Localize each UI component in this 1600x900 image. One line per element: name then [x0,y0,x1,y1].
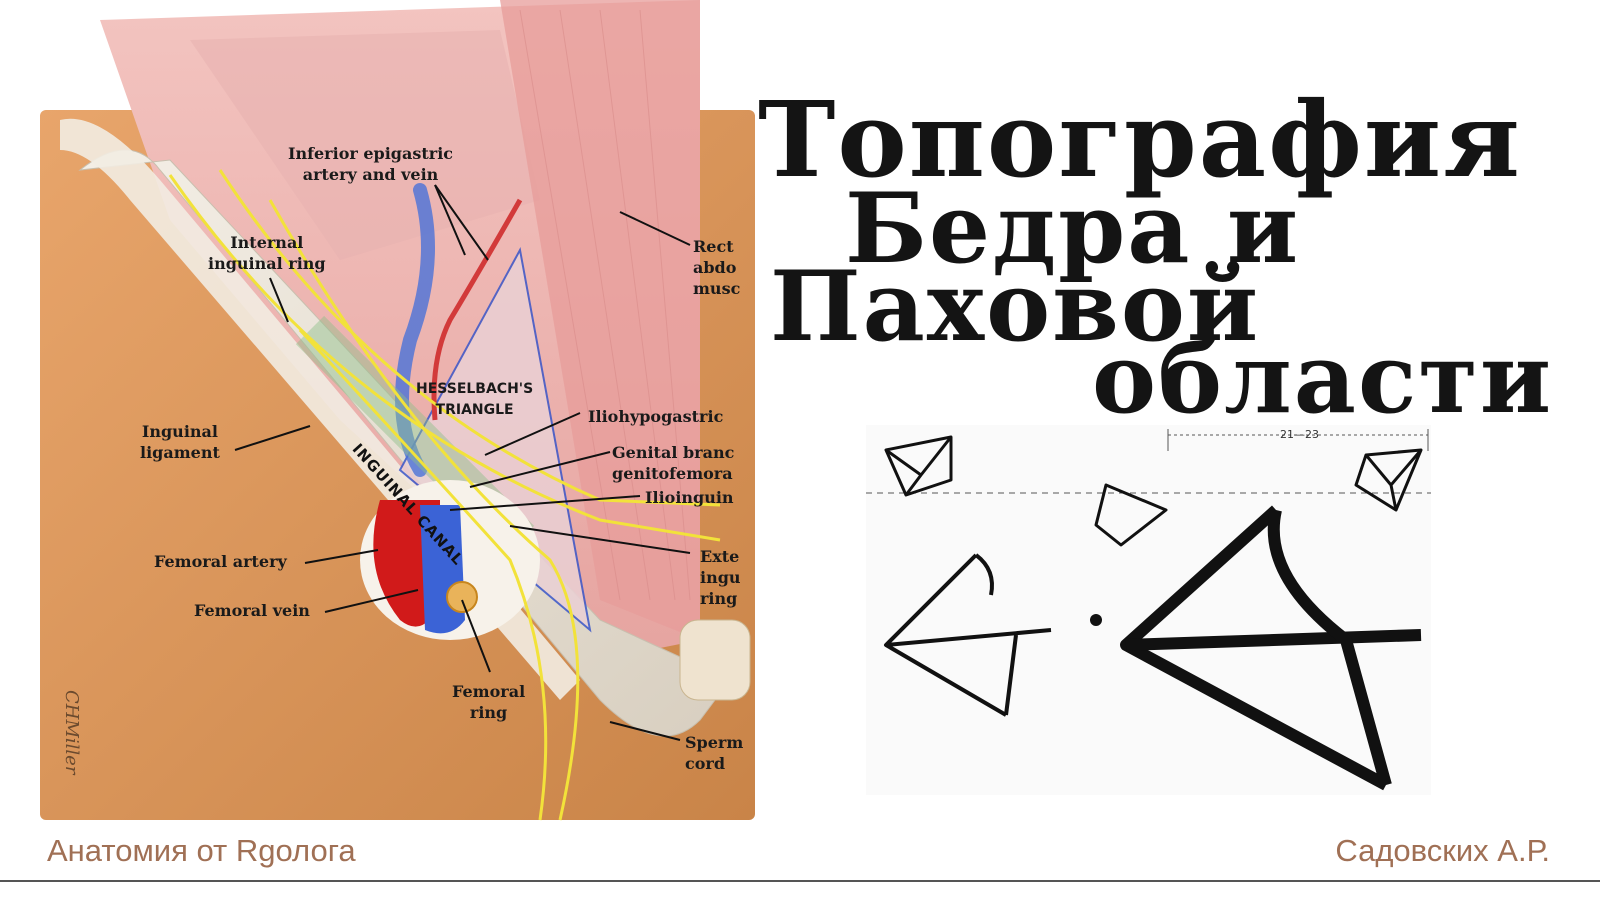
title-line-4: области [1092,322,1554,435]
artist-signature: CHMiller [61,690,82,775]
label-ilioinguinal: Ilioinguin [645,488,734,507]
title-line-1: Топография [758,78,1522,201]
label-rectus-abdominis: Rect abdo musc [693,237,741,298]
footprint-sketch [866,425,1431,795]
title-line-2: Бедра и [845,172,1301,285]
label-hesselbach-triangle: HESSELBACH'S TRIANGLE [416,381,534,418]
label-genital-branch: Genital branc genitofemora [612,443,735,483]
footer-author: Садовских А.Р. [1335,833,1550,868]
label-femoral-ring: Femoral ring [452,682,526,722]
footprint-drawing [866,429,1431,791]
footer-left-caption: Анатомия от Rgолога [47,833,356,868]
anatomy-illustration: Inferior epigastric artery and vein Inte… [40,0,755,845]
title-line-3: Паховой [770,250,1261,363]
label-femoral-artery: Femoral artery [154,552,287,571]
bottom-divider [0,880,1600,882]
label-iliohypogastric: Iliohypogastric [588,407,724,426]
label-femoral-vein: Femoral vein [194,601,310,620]
label-external-inguinal-ring: Exte ingu ring [700,547,741,608]
scale-label: 21—23 [1280,428,1319,441]
label-inferior-epigastric: Inferior epigastric artery and vein [288,144,454,184]
anatomy-drawing [40,0,755,821]
label-spermatic-cord: Sperm cord [685,733,744,773]
label-inguinal-ligament: Inguinal ligament [140,422,220,462]
label-internal-inguinal-ring: Internal inguinal ring [208,233,326,273]
